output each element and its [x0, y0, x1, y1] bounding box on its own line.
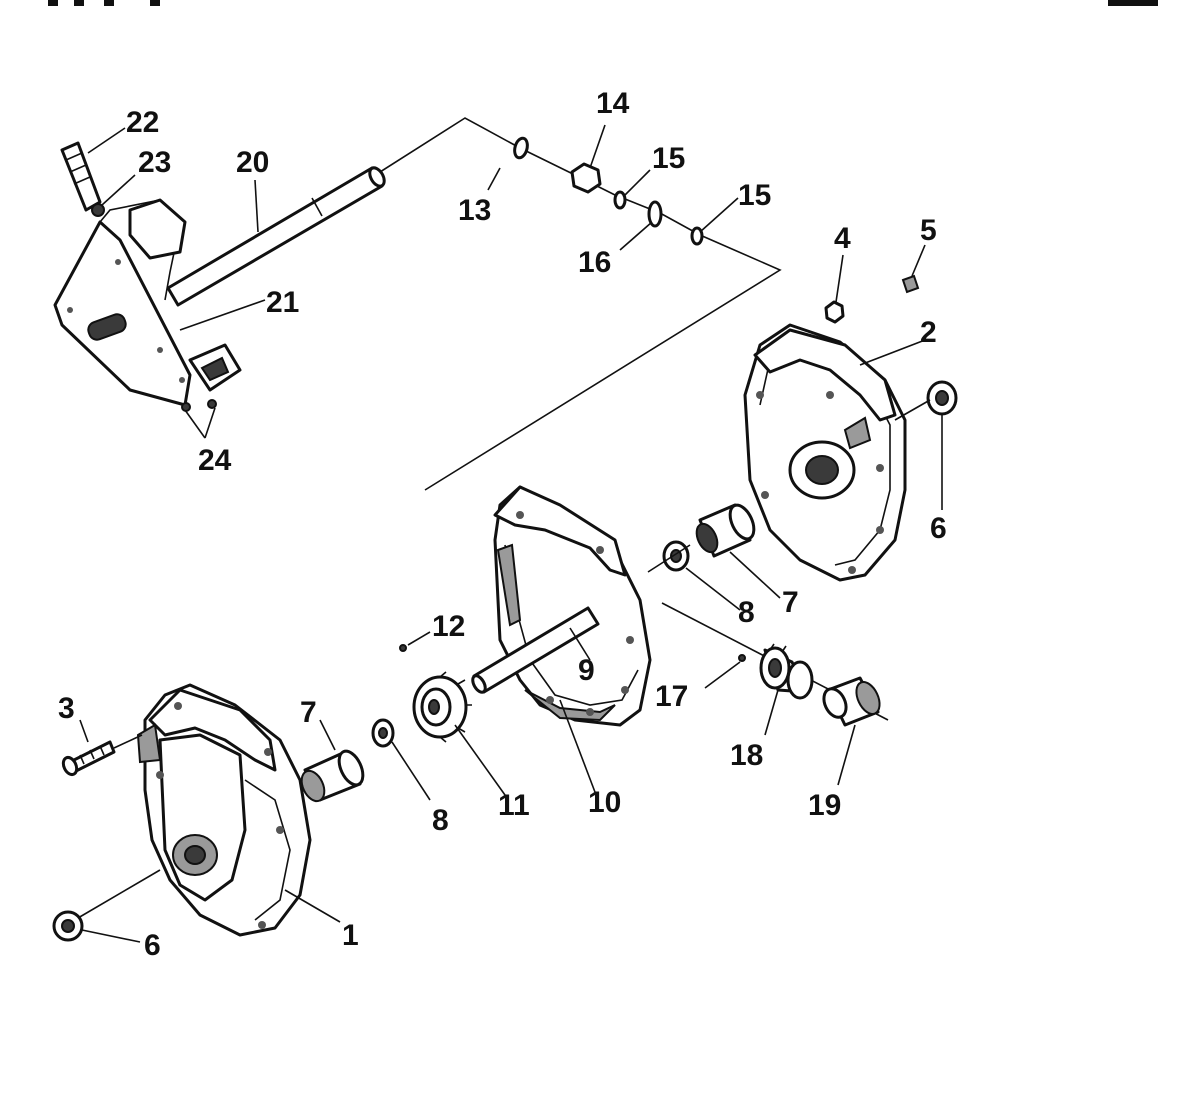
bracket-plate [53, 220, 192, 407]
ring-16 [647, 200, 663, 228]
callout-11: 11 [498, 789, 530, 822]
callout-21: 21 [266, 286, 299, 319]
callout-23: 23 [138, 146, 171, 179]
callout-12: 12 [432, 610, 465, 643]
callout-15a: 15 [652, 142, 685, 175]
washer-15a [613, 190, 627, 210]
washer-8-right [647, 540, 741, 611]
callout-16: 16 [578, 246, 611, 279]
gear-18 [759, 643, 814, 736]
washer-8-left [371, 718, 431, 801]
small-parts-row [487, 124, 739, 251]
bolt-3 [61, 740, 116, 777]
washer-15b [690, 226, 704, 246]
pin-12 [399, 631, 431, 652]
callout-2: 2 [920, 316, 937, 349]
top-edge-fragments [48, 0, 1158, 6]
callout-15b: 15 [738, 179, 771, 212]
callout-24: 24 [198, 444, 232, 477]
callout-5: 5 [920, 214, 937, 247]
shift-handle [60, 141, 105, 217]
bearing-7-left [300, 719, 365, 803]
callout-8-right: 8 [738, 596, 755, 629]
nut-14 [570, 162, 602, 194]
callout-20: 20 [236, 146, 269, 179]
callout-8-left: 8 [432, 804, 449, 837]
pin-17 [704, 654, 746, 689]
right-housing-2 [743, 244, 958, 582]
callout-19: 19 [808, 789, 841, 822]
nut-6-left [52, 910, 84, 942]
bracket-slot [87, 313, 127, 341]
callout-4: 4 [834, 222, 851, 255]
nut-6-right [926, 380, 958, 416]
callout-3: 3 [58, 692, 75, 725]
bearing-19 [822, 676, 881, 786]
callout-labels: 22 23 20 21 24 13 14 15 16 15 4 5 2 6 7 … [58, 87, 947, 962]
screw-5 [901, 274, 920, 294]
callout-13: 13 [458, 194, 491, 227]
washer-13 [513, 136, 529, 160]
callout-7-right: 7 [782, 586, 799, 619]
middle-housing-10 [471, 485, 652, 801]
callout-1: 1 [342, 919, 359, 952]
nut-4 [824, 300, 845, 324]
callout-14: 14 [596, 87, 630, 120]
bearing-7-right [695, 503, 781, 599]
left-housing-1 [52, 683, 341, 943]
shift-shaft [166, 166, 384, 307]
callout-18: 18 [730, 739, 763, 772]
callout-10: 10 [588, 786, 621, 819]
callout-6-left: 6 [144, 929, 161, 962]
callout-6-right: 6 [930, 512, 947, 545]
callout-22: 22 [126, 106, 159, 139]
shift-bracket-assembly [53, 127, 386, 439]
gear-11 [412, 671, 506, 796]
callout-17: 17 [655, 680, 688, 713]
callout-7-left: 7 [300, 696, 317, 729]
callout-9: 9 [578, 654, 595, 687]
